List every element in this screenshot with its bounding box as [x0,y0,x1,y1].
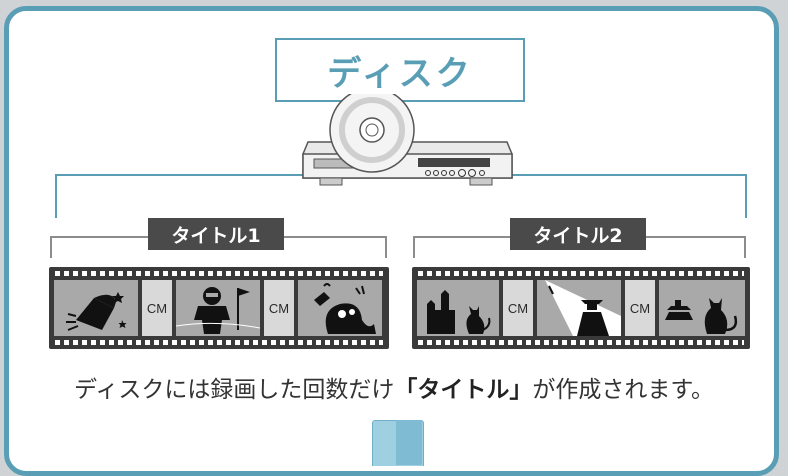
scene-detective-cat [659,280,745,336]
scene-rocket [54,280,138,336]
title2-badge: タイトル2 [510,218,646,250]
cm-frame: CM [264,280,294,336]
connector-lines [55,174,747,218]
cm-frame: CM [142,280,172,336]
caption-after: が作成されます。 [532,377,715,403]
disc-player-icon [302,94,513,186]
film-strip-title1: CM CM [49,267,389,349]
caption-emphasis: 「タイトル」 [394,377,533,403]
scene-astronaut [176,280,260,336]
disc-label: ディスク [275,38,525,102]
bottom-tab-shade [396,420,422,465]
caption-text: ディスクには録画した回数だけ「タイトル」が作成されます。 [0,370,788,404]
cm-frame: CM [503,280,533,336]
scene-spotlight-figure [537,280,621,336]
title1-badge: タイトル1 [148,218,284,250]
caption-before: ディスクには録画した回数だけ [73,377,395,403]
scene-castle-cat [417,280,499,336]
scene-monster [298,280,382,336]
cm-frame: CM [625,280,655,336]
film-strip-title2: CM CM [412,267,750,349]
